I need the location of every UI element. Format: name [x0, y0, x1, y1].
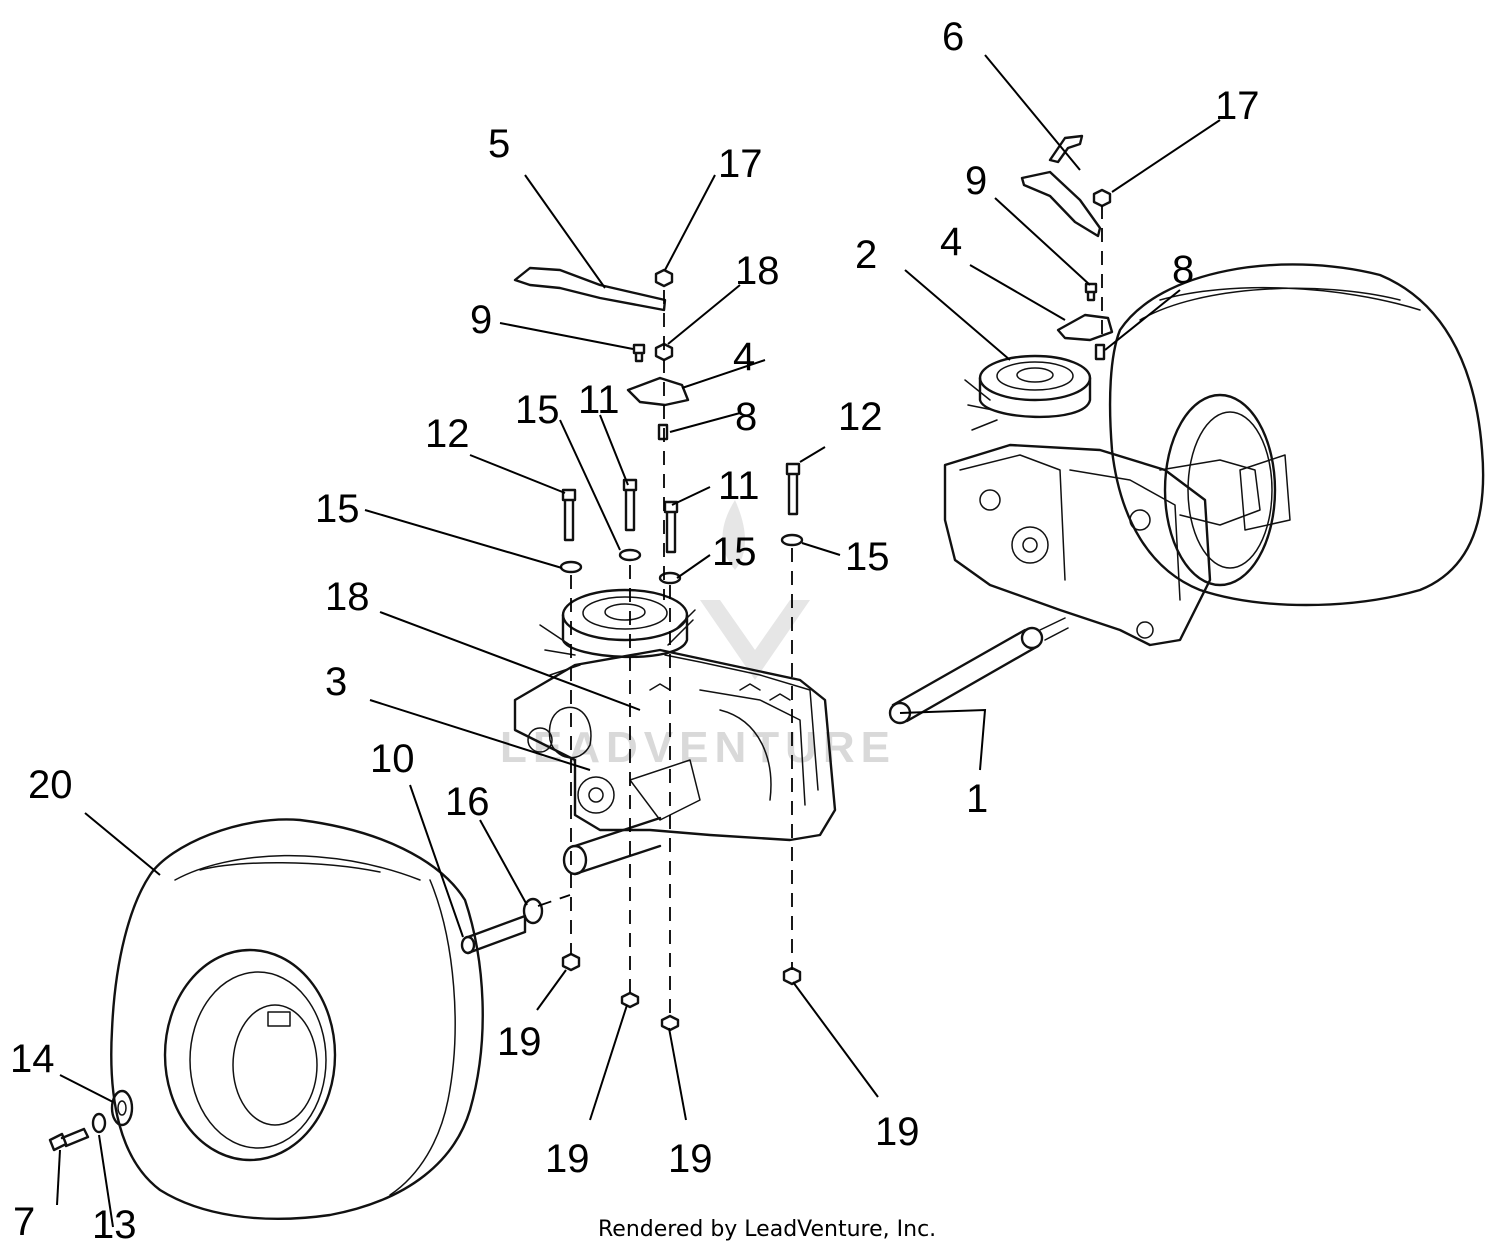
- bracket-left: [626, 376, 690, 407]
- callout-12-left: 12: [425, 412, 470, 456]
- callout-8-left: 8: [735, 395, 757, 439]
- callout-17-right: 17: [1215, 84, 1260, 128]
- footer-credit: Rendered by LeadVenture, Inc.: [598, 1217, 936, 1242]
- callout-4-right: 4: [940, 220, 962, 264]
- spacer-part: [522, 897, 544, 925]
- drive-shaft: [888, 617, 1069, 725]
- callout-15-c: 15: [712, 530, 757, 574]
- callout-13: 13: [92, 1203, 137, 1247]
- callout-10: 10: [370, 737, 415, 781]
- callout-6: 6: [942, 15, 964, 59]
- control-arm-right: [1020, 134, 1102, 238]
- control-arm-left: [513, 266, 667, 312]
- left-wheel: [110, 818, 484, 1220]
- callout-19-a: 19: [497, 1020, 542, 1064]
- callout-5: 5: [488, 122, 510, 166]
- callout-7: 7: [13, 1200, 35, 1244]
- callout-18-mid: 18: [325, 575, 370, 619]
- callouts: 1 2 3 4 4 5 6 7 8 8 9 9 10 11 11 12 12 1…: [10, 15, 1260, 1247]
- washer-part: [110, 1089, 134, 1127]
- callout-1: 1: [966, 777, 988, 821]
- callout-18-top: 18: [735, 249, 780, 293]
- hardware: [559, 188, 1112, 1032]
- bolt-part: [48, 1127, 90, 1152]
- watermark: LEADVENTURE: [500, 500, 896, 772]
- callout-4-left: 4: [733, 335, 755, 379]
- assembly-lines: [537, 205, 1103, 1015]
- callout-20: 20: [28, 763, 73, 807]
- callout-2: 2: [855, 233, 877, 277]
- lock-washer-part: [91, 1112, 107, 1134]
- right-wheel: [1108, 263, 1485, 607]
- callout-9-right: 9: [965, 159, 987, 203]
- callout-11-right: 11: [718, 464, 760, 508]
- svg-text:LEADVENTURE: LEADVENTURE: [500, 723, 896, 772]
- callout-11-left: 11: [578, 378, 620, 422]
- callout-16: 16: [445, 780, 490, 824]
- axle-bolt-part: [460, 914, 527, 955]
- leader-lines: [56, 54, 1221, 1228]
- callout-17-left: 17: [718, 142, 763, 186]
- callout-19-c: 19: [668, 1137, 713, 1181]
- left-transaxle: [513, 588, 837, 876]
- callout-3: 3: [325, 660, 347, 704]
- callout-19-d: 19: [875, 1110, 920, 1154]
- callout-9-left: 9: [470, 298, 492, 342]
- callout-14: 14: [10, 1037, 55, 1081]
- callout-15-b: 15: [315, 487, 360, 531]
- callout-15-a: 15: [515, 388, 560, 432]
- callout-19-b: 19: [545, 1137, 590, 1181]
- bracket-right: [1056, 313, 1114, 342]
- callout-8-right: 8: [1172, 248, 1194, 292]
- callout-15-d: 15: [845, 535, 890, 579]
- right-transaxle: [943, 354, 1261, 647]
- callout-12-right: 12: [838, 395, 883, 439]
